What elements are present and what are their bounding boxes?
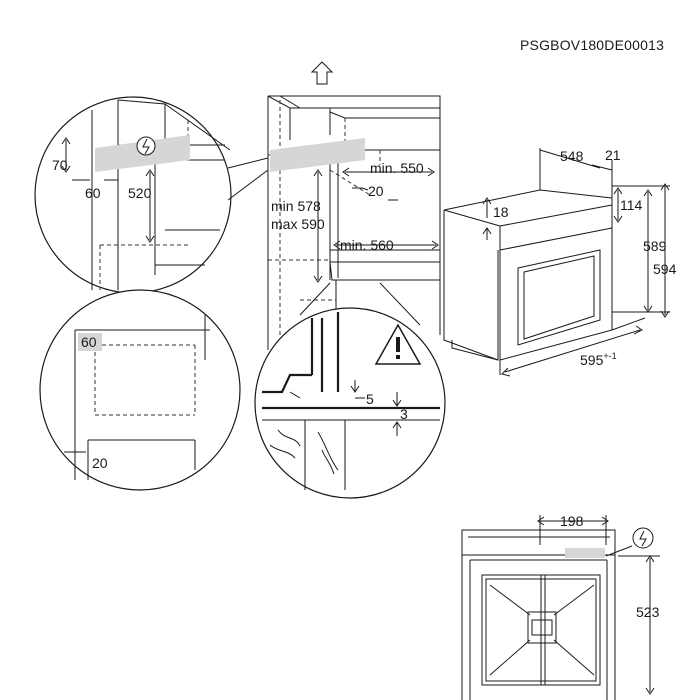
dim-max-590: max 590 (271, 216, 325, 232)
dim-523: 523 (636, 604, 660, 620)
dim-114: 114 (620, 197, 643, 213)
dim-min-560: min. 560 (340, 237, 394, 253)
dim-595: 595+-1 (580, 351, 617, 368)
dim-5: 5 (366, 391, 374, 407)
electric-socket-icon (136, 136, 156, 156)
dim-20-niche: 20 (368, 183, 384, 199)
detail-circle-middle: 60 20 (39, 289, 241, 491)
dim-520: 520 (128, 185, 152, 201)
warning-triangle-icon (374, 323, 422, 365)
dim-20-side: 20 (92, 455, 108, 471)
dim-min-578: min 578 (271, 198, 321, 214)
dim-595-value: 595 (580, 352, 604, 368)
dim-70: 70 (52, 157, 68, 173)
dim-60-top: 60 (85, 185, 101, 201)
dim-21: 21 (605, 147, 621, 163)
dim-min-550: min. 550 (370, 160, 424, 176)
detail-circle-bottom: 5 3 (254, 282, 446, 499)
dim-18: 18 (493, 204, 509, 220)
dim-60-side: 60 (81, 334, 97, 350)
up-arrow-icon (310, 61, 334, 85)
diagram-code: PSGBOV180DE00013 (520, 37, 664, 53)
electric-socket-icon (632, 527, 654, 549)
dim-548: 548 (560, 148, 584, 164)
oven-isometric: 548 21 18 114 589 594 595+-1 (443, 147, 677, 377)
oven-top-view: 198 523 (461, 513, 660, 700)
dim-594: 594 (653, 261, 677, 277)
dim-198: 198 (560, 513, 584, 529)
detail-circle-top: 70 60 520 (34, 96, 269, 294)
dim-595-tolerance: +-1 (603, 351, 616, 361)
cabinet: min 578 max 590 min. 550 20 min. 560 (267, 61, 441, 350)
dim-589: 589 (643, 238, 667, 254)
dim-3: 3 (400, 406, 408, 422)
